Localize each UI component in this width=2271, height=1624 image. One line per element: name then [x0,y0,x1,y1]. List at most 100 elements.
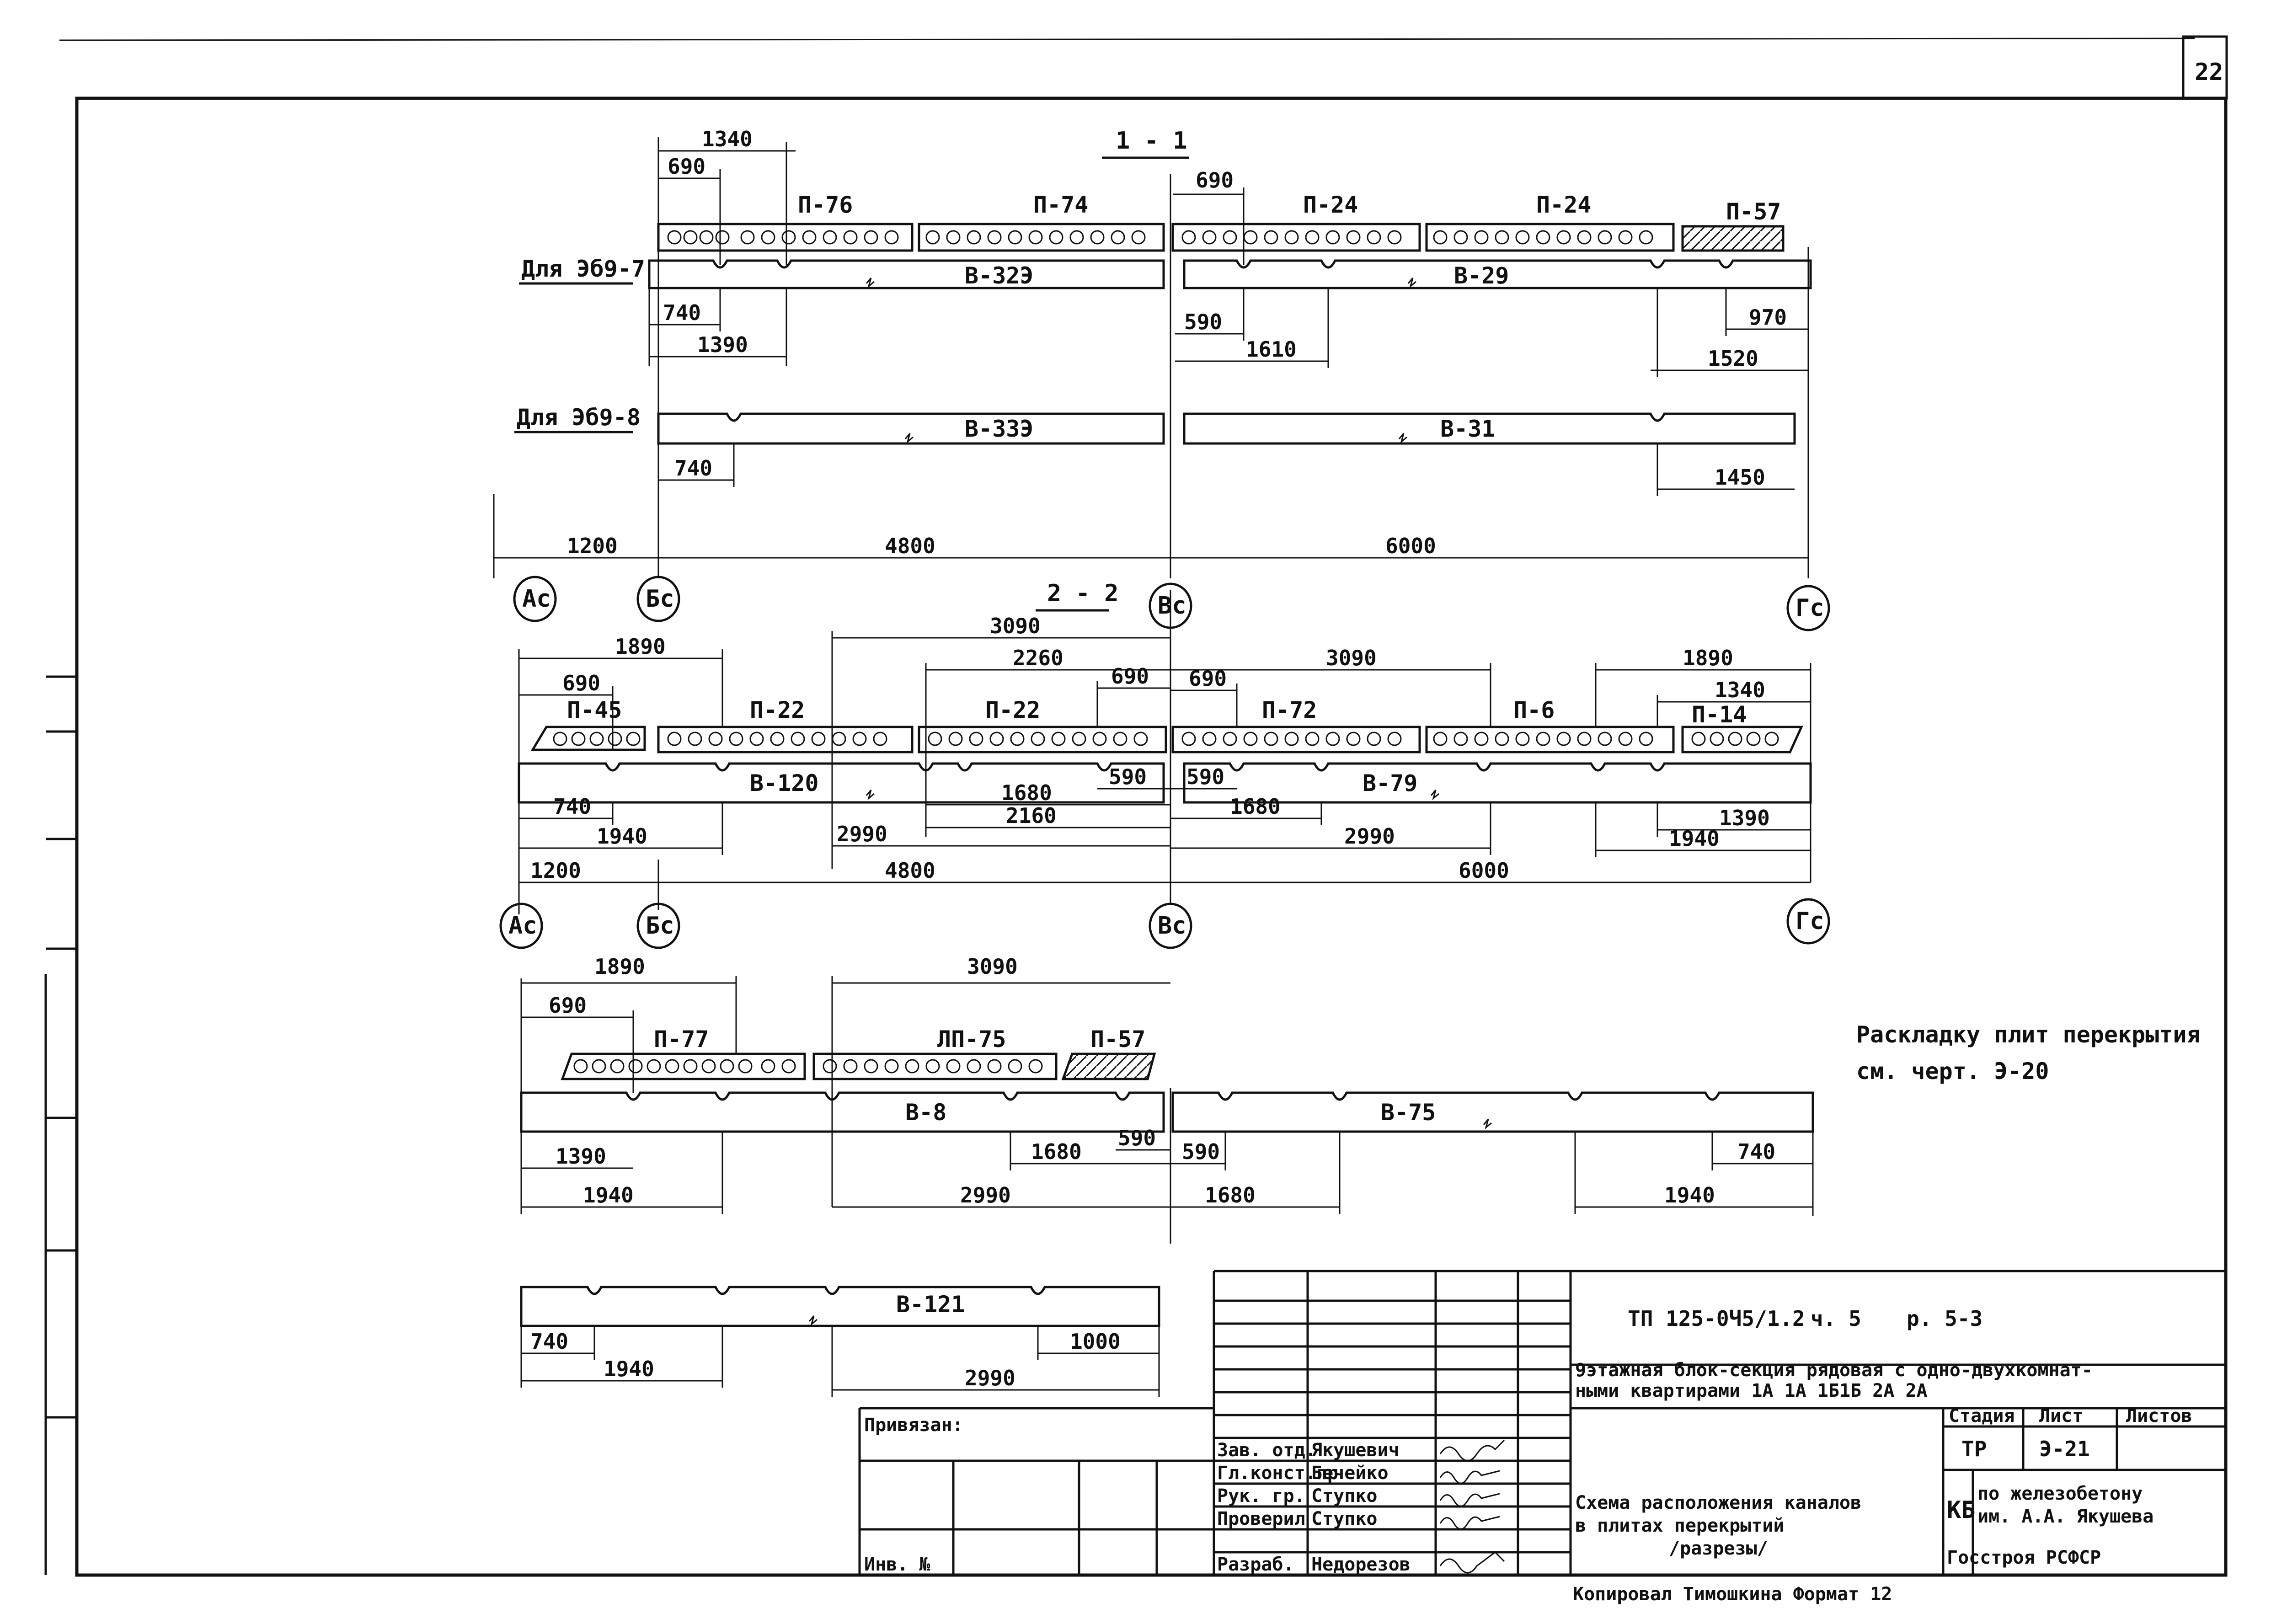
drawing-title-3: /разрезы/ [1669,1538,1768,1559]
dim-text: 690 [668,154,705,179]
doc-sheet-ref: р. 5-3 [1907,1306,1982,1331]
dim-text: 1200 [530,858,581,883]
slab-label: П-72 [1262,697,1317,723]
sheet-value: Э-21 [2039,1437,2090,1461]
dim-text: 1680 [1205,1183,1256,1207]
beam-label: В-29 [1454,262,1509,289]
dim-text: 1520 [1708,346,1758,371]
slab-label: П-24 [1536,192,1591,218]
dim-text: 1940 [583,1183,634,1207]
signatures [1439,1439,1505,1574]
dim-text: 1940 [597,824,647,849]
slab-voids [553,732,1779,746]
slab-label: П-22 [750,697,805,723]
dim-text: 2990 [837,822,887,846]
beam-label: В-121 [896,1291,965,1318]
footer-text: Копировал Тимошкина Формат 12 [1573,1584,1892,1605]
dim-text: 590 [1182,1139,1220,1164]
slab-label: П-14 [1692,701,1747,728]
dim-text: 1890 [594,954,645,979]
axis-label: Вс [1158,912,1186,940]
note-line-1: Раскладку плит перекрытия [1856,1021,2201,1048]
person-name: Недорезов [1311,1554,1411,1575]
slab-label: П-76 [798,192,853,218]
dim-text: 1390 [697,332,748,357]
org-mark: КБ [1947,1496,1976,1524]
role-label: Проверил [1217,1508,1305,1529]
slab-label: П-57 [1090,1026,1145,1052]
section-3: П-77 ЛП-75 П-57 В-8 В-75 1890 3090 690 [520,954,1814,1244]
dims-3-top [520,976,1170,1214]
dim-text: 1000 [1070,1329,1121,1354]
beam-label: В-120 [750,770,819,796]
slab-label: П-22 [985,697,1040,723]
dim-text: 3090 [1326,646,1377,670]
dim-text: 740 [663,300,701,325]
dims-2-2-bottom [519,788,1811,910]
doc-code: ТП 125-0Ч5/1.2 [1628,1306,1805,1331]
slab-row-3: П-77 ЛП-75 П-57 [561,1026,1156,1080]
dims-2-2-top [518,631,1811,914]
dims-4 [520,1326,1160,1397]
dim-text: 2260 [1013,646,1063,670]
dim-text: 4800 [885,858,935,883]
slab-label: П-74 [1033,192,1088,218]
axis-label: Бс [646,912,674,940]
slab-label: П-77 [654,1026,709,1052]
dims-3-bottom [521,1088,1814,1244]
top-border-line [59,37,2195,41]
inv-label: Инв. № [864,1554,930,1575]
dim-text: 6000 [1385,534,1436,558]
role-label: Зав. отд. [1217,1440,1316,1461]
section-2-2-title: 2 - 2 [1047,580,1119,607]
dim-text: 1340 [702,127,753,151]
section-1-1-title: 1 - 1 [1116,127,1187,155]
axis-bubbles-2-2: Ас Бс Вс Гс [499,898,1830,949]
beam-row-b: Для Эб9-8 В-33Э В-31 [514,404,1796,445]
dim-text: 590 [1109,764,1147,789]
dim-text: 1940 [1669,826,1720,851]
drawing-frame [75,96,2228,1577]
dim-text: 690 [562,671,600,695]
slab-hatched [1061,1052,1156,1080]
dim-text: 1340 [1715,678,1765,702]
doc-part: ч. 5 [1811,1306,1861,1331]
dims-1-1-b [658,443,1795,496]
dim-text: 2990 [965,1366,1015,1390]
person-name: Ступко [1311,1485,1378,1506]
dim-text: 1200 [567,534,618,558]
dim-text: 690 [1189,666,1227,691]
axis-label: Вс [1158,592,1186,620]
note-line-2: см. черт. Э-20 [1856,1058,2049,1084]
slab-label: П-45 [567,697,622,723]
dim-text: 1680 [1031,1139,1082,1164]
axis-label: Ас [508,912,537,940]
beam-label: В-79 [1363,770,1417,796]
slab-label: П-57 [1726,198,1781,225]
dim-text: 2160 [1006,803,1057,828]
role-label: Рук. гр. [1217,1485,1305,1506]
project-line-1: 9этажная блок-секция рядовая с одно-двух… [1575,1360,2093,1381]
slab-hatched [1681,225,1785,252]
title-block: ТП 125-0Ч5/1.2 ч. 5 р. 5-3 9этажная блок… [858,1270,2226,1605]
axis-label: Бс [646,585,674,613]
axis-dims-1-1 [493,137,1809,578]
dim-text: 1680 [1230,794,1281,819]
dim-text: 3090 [967,954,1018,979]
drawing-title-1: Схема расположения каналов [1575,1492,1861,1513]
stage-header: Стадия [1949,1405,2015,1426]
role-label: Разраб. [1217,1554,1294,1575]
left-margin-marks [44,675,77,1575]
dim-text: 740 [530,1329,568,1354]
dim-text: 590 [1186,764,1224,789]
dim-text: 970 [1749,305,1787,330]
dim-text: 690 [1196,168,1234,192]
dim-text: 6000 [1459,858,1509,883]
dim-text: 1450 [1715,465,1765,490]
dim-text: 1940 [1664,1183,1715,1207]
person-name: Бечейко [1311,1463,1389,1484]
beam-row-a: Для Эб9-7 В-32Э В-29 [519,256,1812,289]
section-4: В-121 740 1940 1000 2990 [520,1286,1160,1397]
dims-1-1-top [657,142,1245,265]
slab-row-2: П-45 П-22 П-22 П-72 П-6 П-14 [530,697,1803,753]
